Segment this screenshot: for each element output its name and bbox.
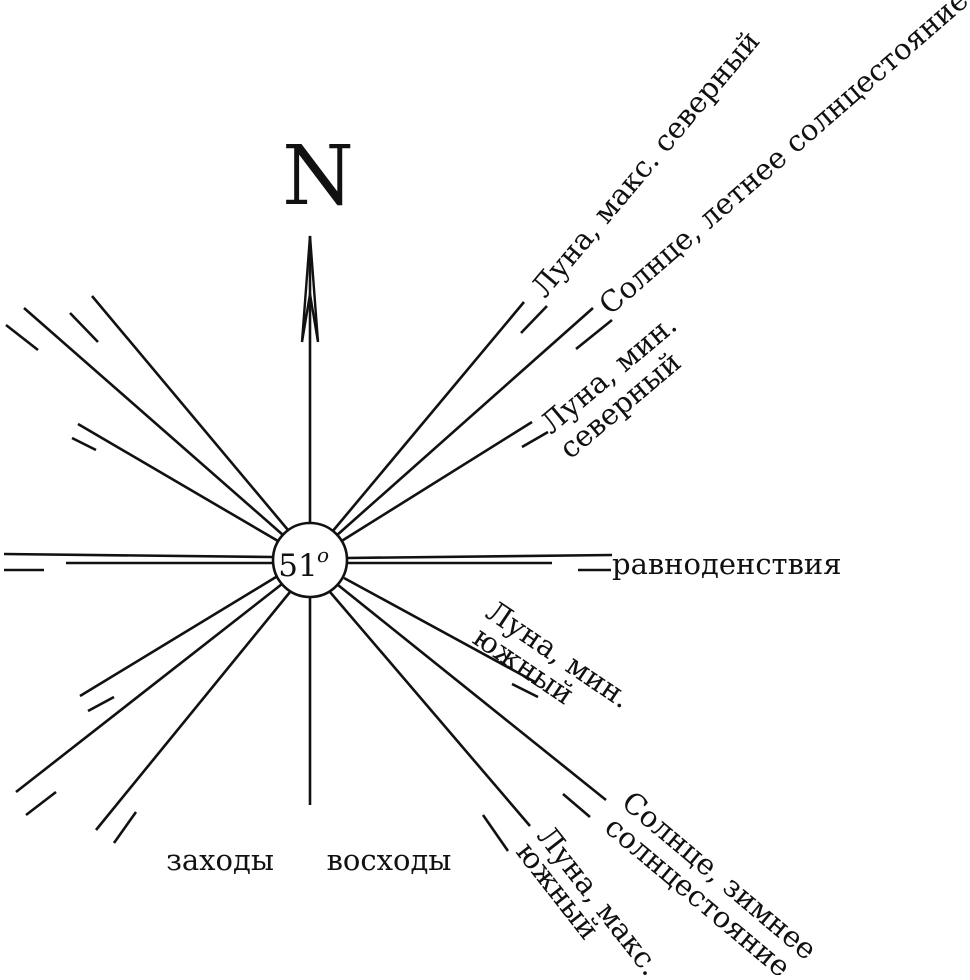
rising-rays [329, 301, 613, 852]
ray-equinox-rise [346, 553, 613, 560]
tick-moon-min-south-set [87, 695, 115, 713]
north-arrow [300, 235, 320, 522]
latitude-circle: 51 o [271, 521, 349, 599]
north-arrow-head [300, 235, 320, 343]
ray-moon-max-north-set [91, 295, 289, 531]
ray-moon-min-south-rise [343, 576, 536, 684]
label-sunsets: заходы [166, 843, 274, 877]
ray-moon-min-north-rise [339, 420, 533, 544]
ray-sun-winter-solstice-rise [337, 583, 607, 802]
ray-moon-max-north-rise [331, 301, 525, 533]
degree-mark: o [317, 543, 329, 567]
ray-equinox-set [3, 552, 273, 559]
ray-moon-min-north-set [77, 422, 279, 543]
tick-moon-min-north-rise [521, 430, 549, 449]
tick-moon-max-south-set [112, 811, 138, 844]
latitude-value: 51 [278, 548, 317, 584]
tick-moon-max-south-rise [481, 814, 510, 852]
setting-rays [3, 295, 292, 844]
ray-moon-min-south-set [79, 575, 277, 698]
ray-sun-winter-solstice-set [15, 582, 283, 794]
ray-sun-summer-solstice-rise [335, 307, 594, 537]
label-sunrises: восходы [327, 843, 452, 877]
center-circle [271, 521, 349, 599]
tick-moon-min-south-rise [511, 682, 539, 699]
ray-moon-max-south-rise [329, 591, 531, 827]
tick-moon-max-north-rise [520, 305, 548, 334]
ray-sun-summer-solstice-set [23, 307, 284, 536]
tick-sun-winter-solstice-set [25, 790, 57, 817]
tick-sun-summer-solstice-set [5, 323, 39, 352]
tick-moon-max-north-set [69, 312, 99, 343]
label-equinoxes: равноденствия [612, 547, 842, 581]
ray-moon-max-south-set [94, 591, 292, 831]
tick-moon-min-north-set [71, 436, 97, 452]
north-label: N [282, 129, 354, 224]
tick-sun-winter-solstice-rise [562, 793, 591, 818]
tick-sun-summer-solstice-rise [575, 318, 613, 351]
